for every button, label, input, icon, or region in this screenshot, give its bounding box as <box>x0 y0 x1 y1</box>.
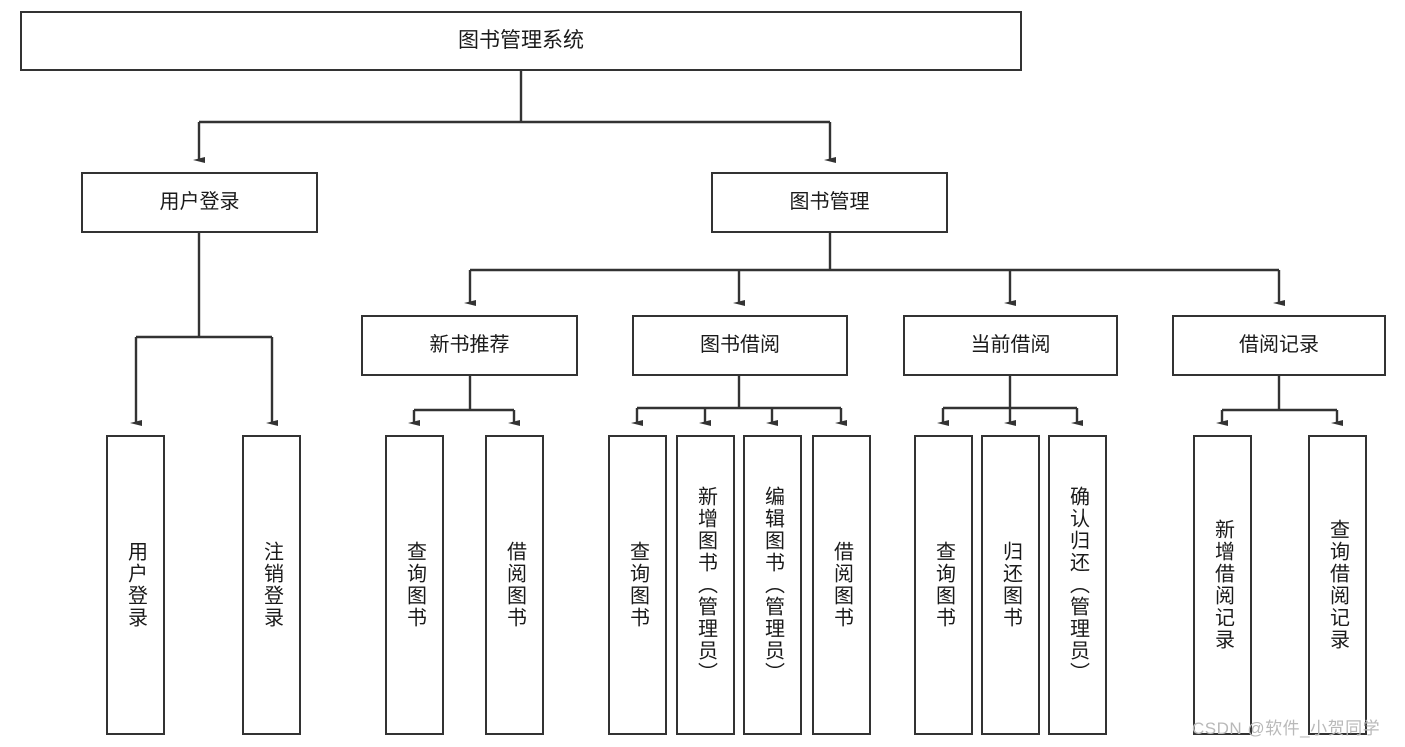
node-label: 查询图书 <box>626 541 649 629</box>
node-user-login[interactable]: 用户登录 <box>81 172 318 233</box>
csdn-watermark: CSDN @软件_小贺同学 <box>1192 714 1380 739</box>
leaf-current-return-book[interactable]: 归还图书 <box>981 435 1040 735</box>
node-current-borrow[interactable]: 当前借阅 <box>903 315 1118 376</box>
node-label: 图书管理 <box>789 190 870 213</box>
node-label: 归还图书 <box>999 541 1022 629</box>
node-label: 注销登录 <box>260 541 283 629</box>
node-label: 用户登录 <box>159 190 240 213</box>
leaf-borrow-query-book[interactable]: 查询图书 <box>608 435 667 735</box>
node-label: 图书借阅 <box>700 333 780 356</box>
node-borrow-record[interactable]: 借阅记录 <box>1172 315 1386 376</box>
node-label: 用户登录 <box>124 541 147 629</box>
node-label: 借阅图书 <box>503 541 526 629</box>
node-label: 查询借阅记录 <box>1326 519 1349 651</box>
node-new-book-recommend[interactable]: 新书推荐 <box>361 315 578 376</box>
node-label: 查询图书 <box>403 541 426 629</box>
leaf-record-add-record[interactable]: 新增借阅记录 <box>1193 435 1252 735</box>
node-label: 图书管理系统 <box>458 28 584 52</box>
leaf-borrow-edit-book-admin[interactable]: 编辑图书（管理员） <box>743 435 802 735</box>
leaf-borrow-borrow-book[interactable]: 借阅图书 <box>812 435 871 735</box>
node-label: 当前借阅 <box>970 333 1051 356</box>
watermark-text: CSDN @软件_小贺同学 <box>1192 719 1381 738</box>
node-label: 借阅记录 <box>1239 333 1319 356</box>
node-book-borrow[interactable]: 图书借阅 <box>632 315 848 376</box>
node-label: 编辑图书（管理员） <box>761 486 784 684</box>
node-book-management[interactable]: 图书管理 <box>711 172 948 233</box>
node-root-book-management-system[interactable]: 图书管理系统 <box>20 11 1022 71</box>
leaf-record-query-record[interactable]: 查询借阅记录 <box>1308 435 1367 735</box>
node-label: 新增图书（管理员） <box>694 486 717 684</box>
leaf-recommend-borrow-book[interactable]: 借阅图书 <box>485 435 544 735</box>
leaf-current-confirm-return-admin[interactable]: 确认归还（管理员） <box>1048 435 1107 735</box>
leaf-recommend-query-book[interactable]: 查询图书 <box>385 435 444 735</box>
leaf-user-login-logout[interactable]: 注销登录 <box>242 435 301 735</box>
leaf-current-query-book[interactable]: 查询图书 <box>914 435 973 735</box>
leaf-user-login-login[interactable]: 用户登录 <box>106 435 165 735</box>
node-label: 新书推荐 <box>429 333 510 356</box>
leaf-borrow-add-book-admin[interactable]: 新增图书（管理员） <box>676 435 735 735</box>
node-label: 查询图书 <box>932 541 955 629</box>
node-label: 借阅图书 <box>830 541 853 629</box>
node-label: 新增借阅记录 <box>1211 519 1234 651</box>
node-label: 确认归还（管理员） <box>1066 486 1089 684</box>
